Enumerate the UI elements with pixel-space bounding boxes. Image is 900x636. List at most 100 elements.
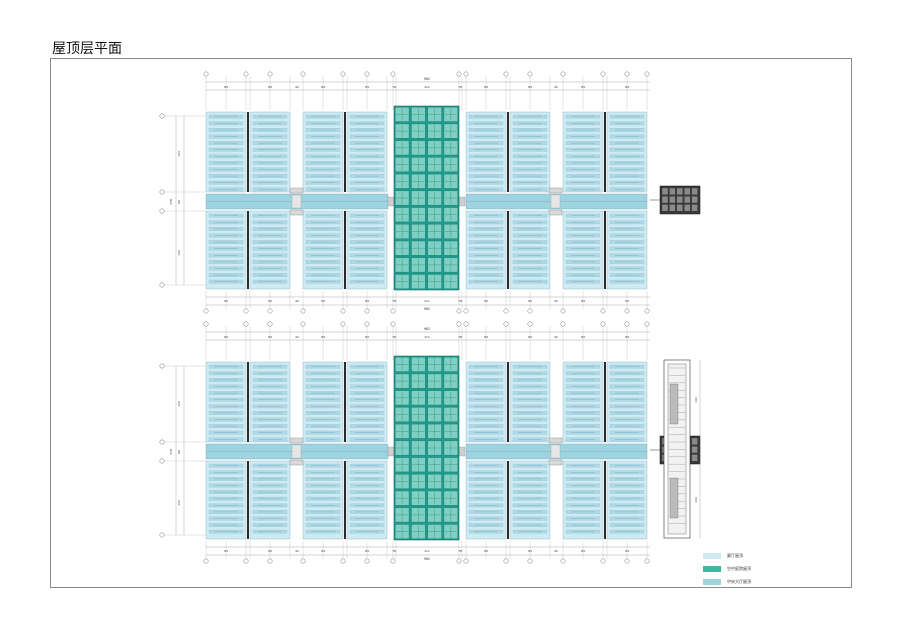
dim-label: 84 xyxy=(321,549,325,553)
grid-bubble xyxy=(600,308,606,314)
dim-label: 84 xyxy=(625,549,629,553)
roof-module xyxy=(465,361,507,443)
pavilion-cell xyxy=(661,187,669,195)
structural-rail xyxy=(247,461,249,539)
dim-label: 90 xyxy=(177,200,181,204)
legend-label: 空中庭院屋顶 xyxy=(727,565,751,571)
pavilion-cell xyxy=(684,204,691,212)
roof-module xyxy=(509,361,551,443)
grid-bubble xyxy=(456,558,462,564)
grid-bubble xyxy=(267,71,273,77)
pavilion-cell xyxy=(661,196,669,204)
roof-module xyxy=(205,361,247,443)
structural-rail xyxy=(507,362,509,442)
grid-bubble xyxy=(243,71,249,77)
stair-core xyxy=(289,437,304,444)
grid-bubble xyxy=(203,321,209,327)
structural-rail xyxy=(507,461,509,539)
legend-swatch xyxy=(703,565,721,572)
pavilion-cell xyxy=(684,187,691,195)
dim-label: 84 xyxy=(528,299,532,303)
grid-bubble xyxy=(560,71,566,77)
structural-rail xyxy=(604,112,606,192)
dim-label: 84 xyxy=(224,85,228,89)
dim-label: 144 xyxy=(694,497,698,503)
grid-bubble xyxy=(300,71,306,77)
grid-bubble xyxy=(364,71,370,77)
dim-label: 84 xyxy=(625,299,629,303)
dim-label: 84 xyxy=(581,299,585,303)
connector xyxy=(458,446,466,457)
grid-bubble xyxy=(159,439,165,445)
dim-label: 84 xyxy=(484,549,488,553)
grid-bubble xyxy=(390,321,396,327)
grid-bubble xyxy=(503,71,509,77)
roof-module xyxy=(562,111,604,193)
legend-item: 中央大厅屋顶 xyxy=(703,576,783,587)
grid-bubble xyxy=(644,308,650,314)
page-title: 屋顶层平面 xyxy=(52,41,122,57)
dim-label: 42 xyxy=(554,85,558,89)
dim-label: 378 xyxy=(169,449,173,455)
grid-bubble xyxy=(456,321,462,327)
grid-bubble xyxy=(644,321,650,327)
grid-bubble xyxy=(560,321,566,327)
grid-bubble xyxy=(503,308,509,314)
dim-label: 84 xyxy=(528,85,532,89)
grid-bubble xyxy=(300,321,306,327)
stair-core xyxy=(548,209,563,216)
connector xyxy=(458,196,466,207)
grid-bubble xyxy=(456,71,462,77)
dim-label: 84 xyxy=(268,299,272,303)
dim-label: 78 xyxy=(458,549,462,553)
grid-bubble xyxy=(340,308,346,314)
grid-bubble xyxy=(390,71,396,77)
dim-label: 111 xyxy=(424,335,430,339)
structural-rail xyxy=(344,211,346,289)
grid-bubble xyxy=(243,308,249,314)
roof-module xyxy=(346,361,388,443)
dim-label: 378 xyxy=(169,199,173,205)
dim-label-total: 962 xyxy=(424,557,430,561)
grid-bubble xyxy=(624,71,630,77)
structural-rail xyxy=(604,461,606,539)
dim-label: 78 xyxy=(392,85,396,89)
dim-label-total: 962 xyxy=(424,327,430,331)
dim-label: 84 xyxy=(321,85,325,89)
pavilion-cell xyxy=(691,196,698,204)
roof-module xyxy=(465,111,507,193)
dim-label: 84 xyxy=(224,335,228,339)
legend-item: 廊厅屋顶 xyxy=(703,550,783,561)
grid-bubble xyxy=(644,71,650,77)
dim-label: 78 xyxy=(458,299,462,303)
structural-rail xyxy=(604,211,606,289)
roof-module xyxy=(302,361,344,443)
grid-bubble xyxy=(463,308,469,314)
grid-bubble xyxy=(560,558,566,564)
dim-label: 111 xyxy=(424,549,430,553)
dim-label: 84 xyxy=(484,335,488,339)
dim-label: 42 xyxy=(554,299,558,303)
grid-bubble xyxy=(364,308,370,314)
roof-module xyxy=(606,111,648,193)
pavilion-cell xyxy=(684,196,691,204)
grid-bubble xyxy=(527,321,533,327)
dim-label: 144 xyxy=(177,250,181,256)
dim-label: 84 xyxy=(625,85,629,89)
grid-bubble xyxy=(624,321,630,327)
side-tower-core xyxy=(669,383,679,425)
dim-label: 84 xyxy=(268,335,272,339)
grid-bubble xyxy=(300,308,306,314)
dim-label: 84 xyxy=(224,299,228,303)
dim-label: 84 xyxy=(528,549,532,553)
dim-label: 144 xyxy=(694,397,698,403)
legend-swatch xyxy=(703,552,721,559)
roof-module xyxy=(249,111,291,193)
grid-bubble xyxy=(340,321,346,327)
legend-label: 廊厅屋顶 xyxy=(727,552,743,558)
dim-label: 78 xyxy=(392,299,396,303)
pavilion-cell xyxy=(691,446,698,454)
dim-label: 84 xyxy=(484,85,488,89)
roof-module xyxy=(205,111,247,193)
grid-bubble xyxy=(243,321,249,327)
